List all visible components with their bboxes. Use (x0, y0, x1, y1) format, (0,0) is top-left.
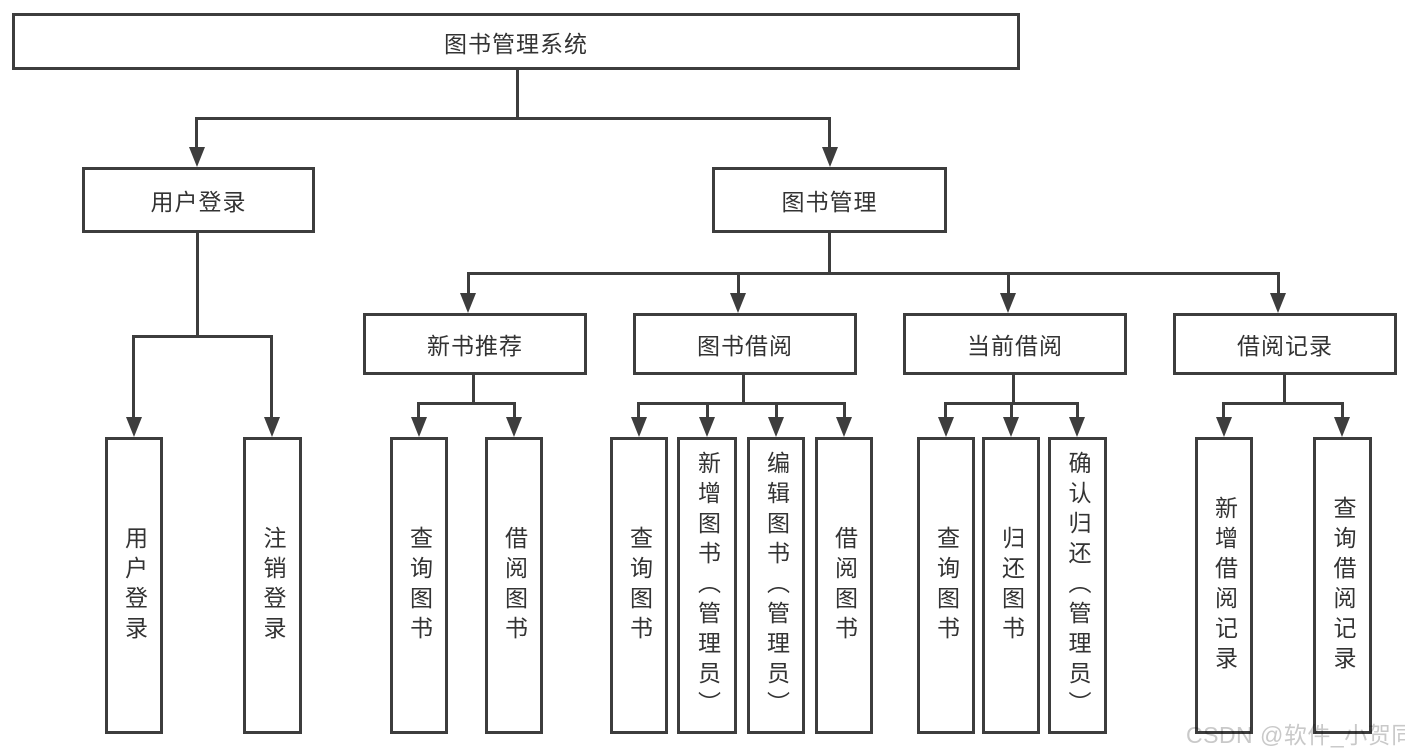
connector-user-login-stem (196, 233, 199, 337)
leaf-label: 借阅图书 (501, 525, 528, 646)
csdn-watermark: CSDN @软件_小贺同学 (1186, 722, 1405, 748)
connector-drop-book-management (828, 117, 831, 149)
connector-drop-user-login (195, 117, 198, 149)
leaf-logout: 注销登录 (243, 437, 302, 734)
leaf-label: 查询图书 (933, 525, 960, 646)
leaf-bb-borrow-books: 借阅图书 (815, 437, 873, 734)
leaf-cb-confirm-return-admin: 确认归还（管理员） (1048, 437, 1107, 734)
leaf-label: 注销登录 (260, 525, 286, 646)
arrowhead-down (938, 417, 954, 437)
leaf-label: 新增借阅记录 (1211, 495, 1238, 676)
leaf-bb-query-books: 查询图书 (610, 437, 668, 734)
arrowhead-down (460, 293, 476, 313)
connector-drop-borrowing-records (1277, 272, 1280, 295)
leaf-user-login: 用户登录 (105, 437, 163, 734)
connector-root-stem (516, 69, 519, 120)
node-label: 新书推荐 (427, 333, 523, 359)
leaf-cb-return-books: 归还图书 (982, 437, 1040, 734)
arrowhead-down (631, 417, 647, 437)
connector-br-hbar (1222, 402, 1344, 405)
connector-drop-nbr-borrow (513, 402, 516, 419)
node-label: 图书管理 (781, 189, 878, 215)
arrowhead-down (1334, 417, 1350, 437)
connector-level1-hbar (195, 117, 831, 120)
leaf-bb-edit-books-admin: 编辑图书（管理员） (747, 437, 805, 734)
connector-drop-book-borrowing (737, 272, 740, 295)
node-book-management: 图书管理 (712, 167, 947, 233)
node-label: 借阅记录 (1237, 333, 1333, 359)
leaf-nbr-borrow-books: 借阅图书 (485, 437, 543, 734)
leaf-label: 查询图书 (406, 525, 433, 646)
leaf-bb-add-books-admin: 新增图书（管理员） (677, 437, 737, 734)
arrowhead-down (1000, 293, 1016, 313)
leaf-br-add-record: 新增借阅记录 (1195, 437, 1253, 734)
connector-drop-current-borrowing (1007, 272, 1010, 295)
connector-user-login-hbar (132, 335, 273, 338)
arrowhead-down (1069, 417, 1085, 437)
connector-drop-bb-query (637, 402, 640, 419)
arrowhead-down (411, 417, 427, 437)
connector-drop-br-add (1222, 402, 1225, 419)
leaf-label: 用户登录 (121, 525, 148, 646)
connector-nbr-stem (472, 375, 475, 404)
leaf-label: 查询图书 (626, 525, 653, 646)
connector-drop-cb-return (1010, 402, 1013, 419)
node-book-borrowing: 图书借阅 (633, 313, 857, 375)
arrowhead-down (822, 147, 838, 167)
leaf-label: 借阅图书 (831, 525, 858, 646)
connector-nbr-hbar (417, 402, 516, 405)
arrowhead-down (506, 417, 522, 437)
node-new-book-recommend: 新书推荐 (363, 313, 587, 375)
node-label: 图书管理系统 (444, 30, 588, 57)
connector-level3-hbar (467, 272, 1280, 275)
leaf-label: 确认归还（管理员） (1065, 451, 1091, 721)
arrowhead-down (699, 417, 715, 437)
leaf-br-query-record: 查询借阅记录 (1313, 437, 1372, 734)
node-current-borrowing: 当前借阅 (903, 313, 1127, 375)
arrowhead-down (1216, 417, 1232, 437)
connector-drop-bb-add (706, 402, 709, 419)
arrowhead-down (730, 293, 746, 313)
connector-drop-bb-borrow (843, 402, 846, 419)
connector-drop-leaf-user-login (132, 335, 135, 419)
connector-br-stem (1283, 375, 1286, 404)
arrowhead-down (264, 417, 280, 437)
leaf-label: 归还图书 (998, 525, 1025, 646)
leaf-label: 新增图书（管理员） (694, 451, 721, 721)
node-label: 当前借阅 (967, 333, 1063, 359)
leaf-label: 编辑图书（管理员） (763, 451, 790, 721)
connector-cb-stem (1012, 375, 1015, 404)
connector-book-management-stem (828, 233, 831, 275)
connector-drop-leaf-logout (270, 335, 273, 419)
arrowhead-down (1270, 293, 1286, 313)
connector-drop-nbr-query (417, 402, 420, 419)
connector-bb-hbar (637, 402, 846, 405)
node-borrowing-records: 借阅记录 (1173, 313, 1397, 375)
connector-drop-br-query (1341, 402, 1344, 419)
connector-bb-stem (742, 375, 745, 404)
arrowhead-down (1003, 417, 1019, 437)
arrowhead-down (189, 147, 205, 167)
connector-drop-cb-confirm (1076, 402, 1079, 419)
leaf-cb-query-books: 查询图书 (917, 437, 975, 734)
connector-drop-bb-edit (775, 402, 778, 419)
node-user-login: 用户登录 (82, 167, 315, 233)
arrowhead-down (126, 417, 142, 437)
connector-drop-cb-query (944, 402, 947, 419)
node-root-library-system: 图书管理系统 (12, 13, 1020, 70)
arrowhead-down (836, 417, 852, 437)
leaf-nbr-query-books: 查询图书 (390, 437, 448, 734)
connector-drop-new-book-recommend (467, 272, 470, 295)
arrowhead-down (768, 417, 784, 437)
node-label: 用户登录 (150, 189, 247, 215)
node-label: 图书借阅 (697, 333, 793, 359)
leaf-label: 查询借阅记录 (1330, 495, 1356, 676)
